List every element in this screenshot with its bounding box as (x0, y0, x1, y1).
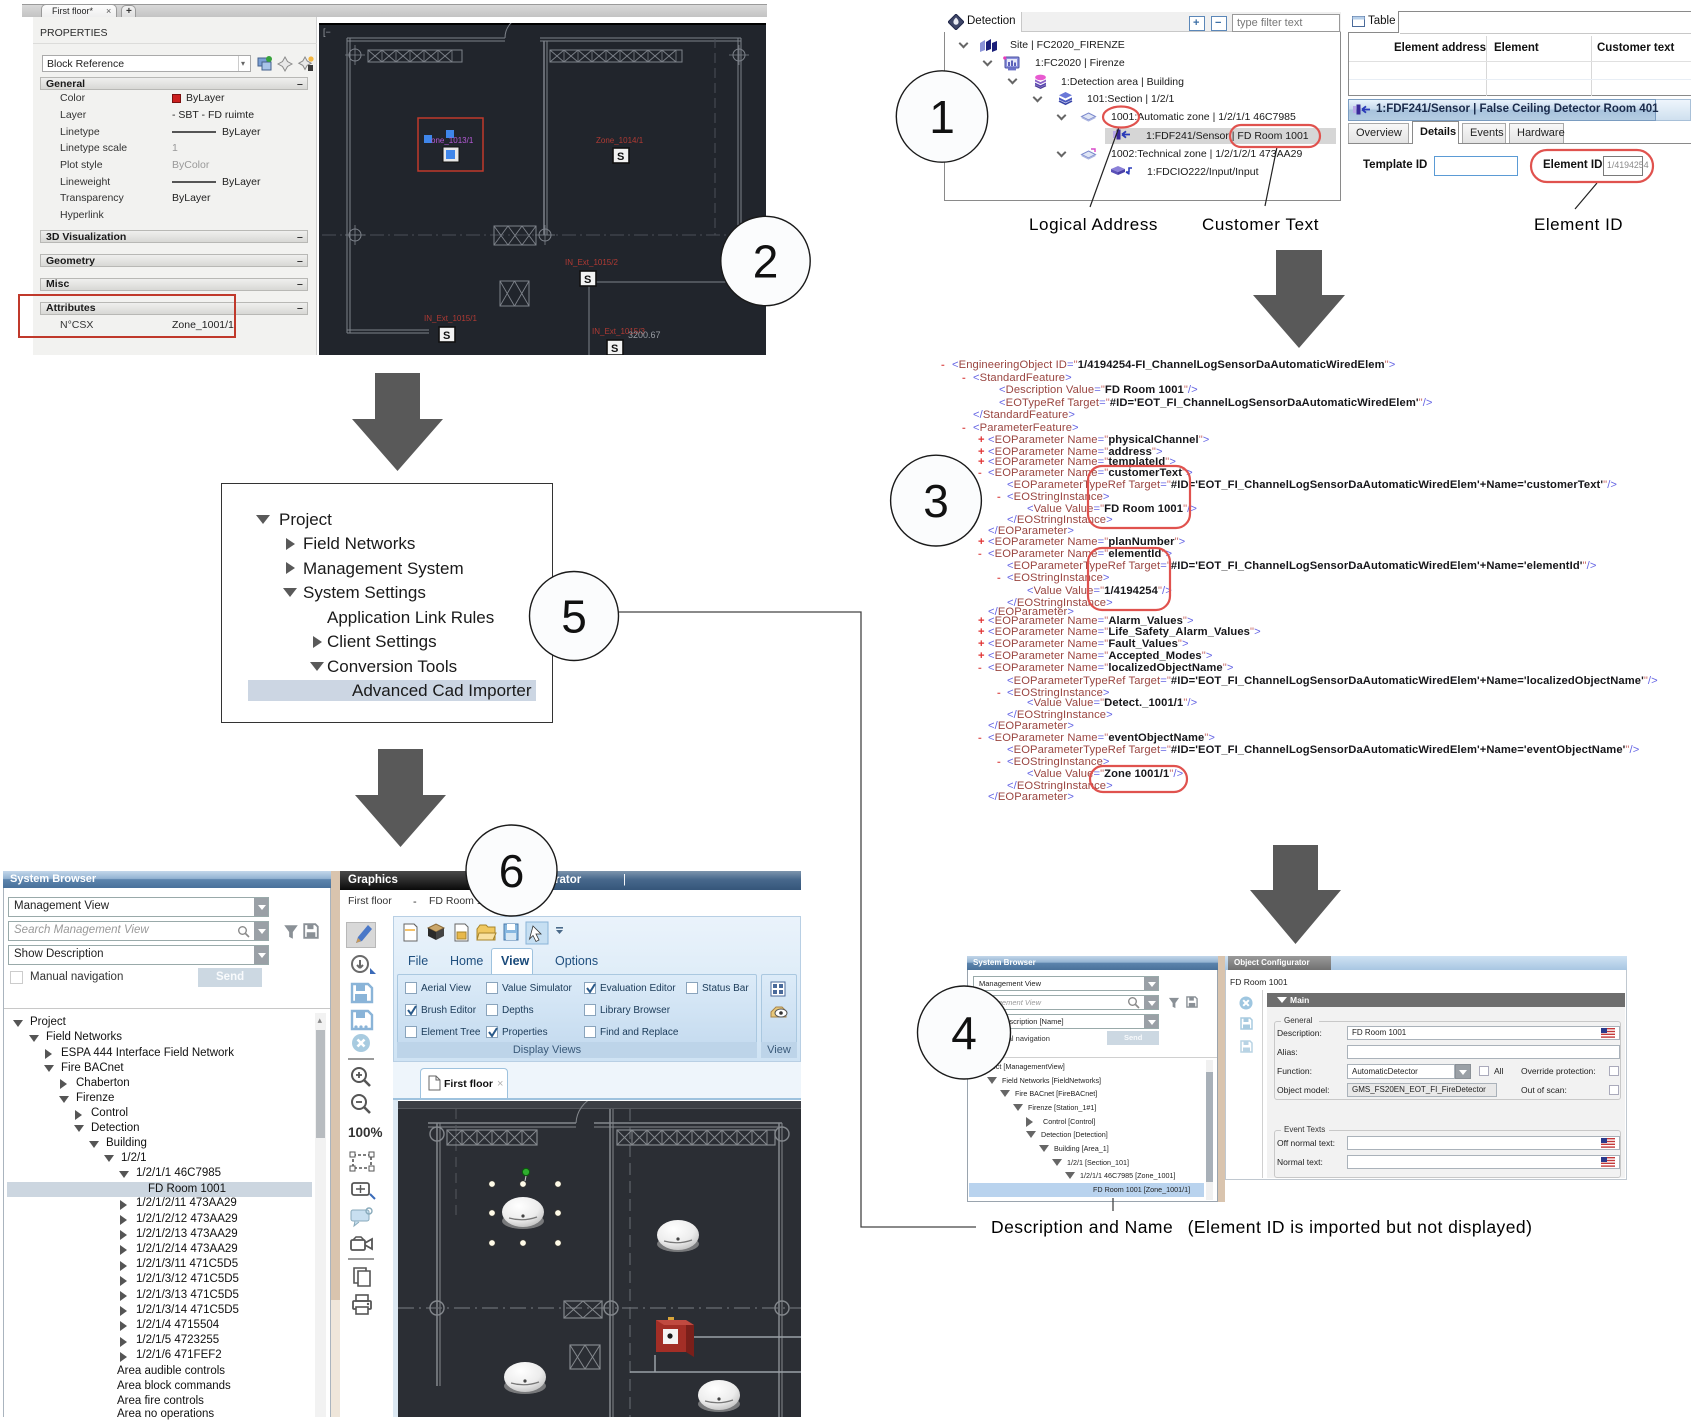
svg-text:2: 2 (753, 236, 779, 288)
svg-text:3200.67: 3200.67 (628, 330, 661, 340)
svg-text:S: S (611, 343, 618, 355)
svg-text:one_1013/1: one_1013/1 (431, 136, 474, 145)
svg-text:S: S (584, 274, 591, 286)
svg-text:S: S (443, 330, 450, 342)
svg-text:IN_Ext_1015/1: IN_Ext_1015/1 (424, 314, 477, 323)
svg-text:5: 5 (561, 591, 587, 643)
svg-text:IN_Ext_1015/2: IN_Ext_1015/2 (565, 258, 618, 267)
svg-text:1: 1 (929, 91, 955, 143)
svg-text:IN_Ext_1015/3: IN_Ext_1015/3 (592, 327, 645, 336)
svg-text:3: 3 (923, 475, 949, 527)
svg-text:4: 4 (951, 1007, 977, 1059)
svg-text:Zone_1014/1: Zone_1014/1 (596, 136, 644, 145)
svg-text:S: S (617, 151, 624, 163)
svg-text:6: 6 (499, 845, 525, 897)
svg-text:[−: [− (323, 27, 331, 37)
